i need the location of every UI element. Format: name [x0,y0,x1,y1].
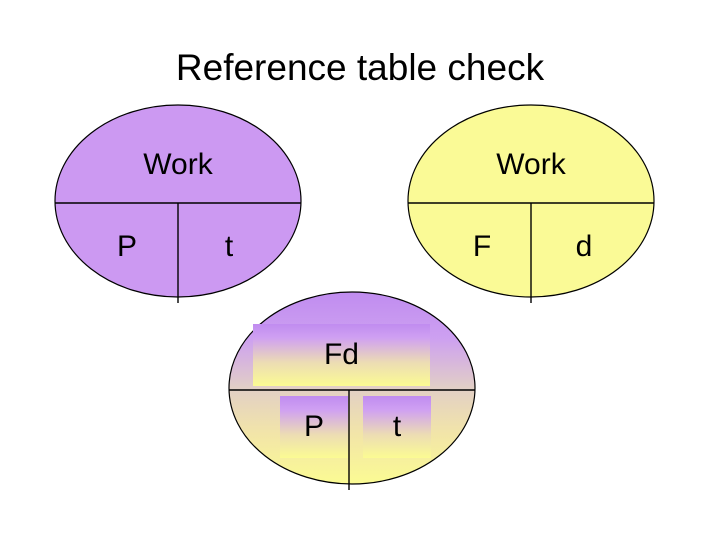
wheel-bottom-left-label: F [472,230,492,263]
wheel-top-label: Work [143,148,213,181]
wheel-bottom-left-label: P [280,396,348,458]
wheel-bottom-right-label: d [575,230,593,263]
wheel-top-label: Work [496,148,566,181]
force-distance-power-time-wheel[interactable]: Fd P t [228,291,476,490]
wheel-bottom-right-label: t [224,230,234,263]
wheel-bottom-left-label: P [116,230,137,263]
wheel-ellipse-shape [228,291,476,485]
wheel-bottom-right-label: t [363,396,431,458]
wheel-top-label: Fd [253,324,430,386]
page-title: Reference table check [175,47,545,88]
work-power-time-wheel[interactable]: Work P t [54,104,302,303]
work-force-distance-wheel[interactable]: Work F d [407,104,655,303]
